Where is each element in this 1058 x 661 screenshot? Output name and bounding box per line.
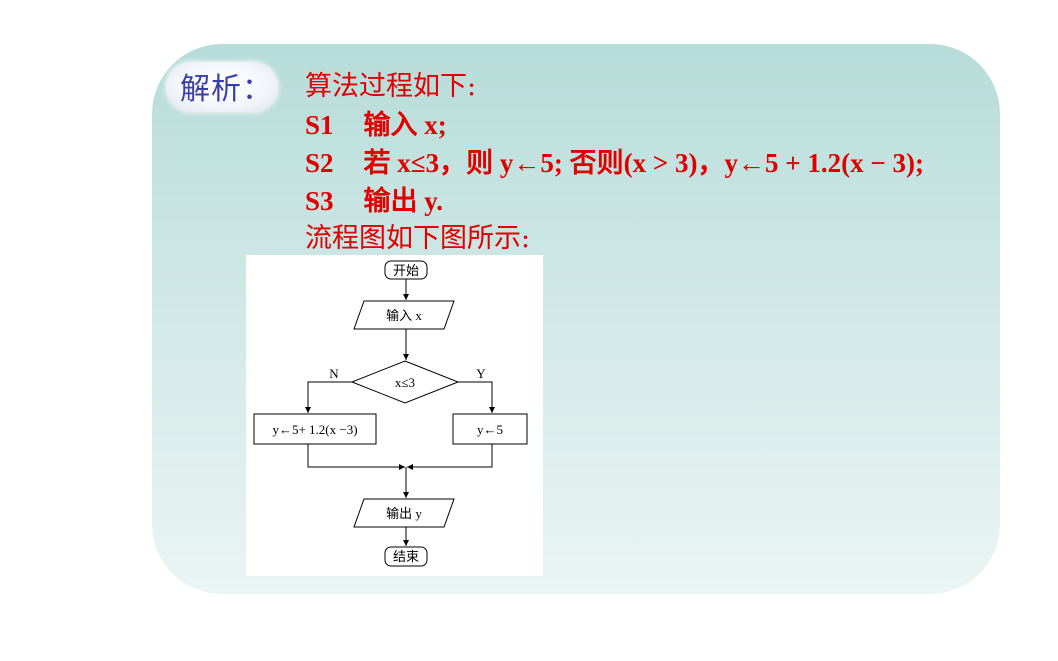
- arrow-decision-no: [305, 381, 352, 413]
- output-label: 输出 y: [386, 506, 422, 521]
- arrow-no-merge: [307, 444, 405, 470]
- no-branch-box: [253, 413, 377, 445]
- yes-label: Y: [476, 366, 486, 381]
- yes-branch-label: y←5: [477, 422, 503, 437]
- solution-intro: 算法过程如下:: [305, 71, 477, 102]
- step-s1: S1 输入 x;: [305, 108, 447, 143]
- step-s2: S2 若 x≤3，则 y←5; 否则(x > 3)，y←5 + 1.2(x − 3…: [305, 146, 924, 181]
- step-s3: S3 输出 y.: [305, 184, 443, 219]
- step-s1-label: S1: [305, 110, 334, 140]
- step-s3-label: S3: [305, 186, 334, 216]
- end-label: 结束: [393, 549, 419, 564]
- output-parallelogram: [353, 498, 455, 528]
- input-label: 输入 x: [386, 308, 422, 323]
- arrow-decision-yes: [458, 381, 495, 413]
- input-parallelogram: [353, 300, 455, 330]
- step-s2-label: S2: [305, 148, 334, 178]
- flowchart-figure: 开始 输入 x x≤3 N Y y←5+ 1.2(x −3) y←5 输出 y …: [246, 255, 543, 576]
- end-terminator: [384, 546, 428, 567]
- solution-outro: 流程图如下图所示:: [305, 223, 531, 254]
- step-s1-text: 输入 x;: [363, 110, 447, 140]
- step-s2-text: 若 x≤3，则 y←5; 否则(x > 3)，y←5 + 1.2(x − 3);: [363, 148, 924, 178]
- start-label: 开始: [393, 263, 419, 278]
- yes-branch-box: [452, 413, 528, 445]
- no-branch-label: y←5+ 1.2(x −3): [272, 422, 357, 437]
- arrow-yes-merge: [407, 444, 493, 470]
- analysis-tag: [166, 62, 278, 112]
- decision-diamond: [350, 360, 460, 404]
- no-label: N: [329, 366, 339, 381]
- decision-label: x≤3: [395, 375, 415, 390]
- analysis-tag-label: 解析：: [180, 72, 273, 107]
- flowchart-svg: 开始 输入 x x≤3 N Y y←5+ 1.2(x −3) y←5 输出 y …: [253, 260, 528, 567]
- step-s3-text: 输出 y.: [363, 186, 444, 216]
